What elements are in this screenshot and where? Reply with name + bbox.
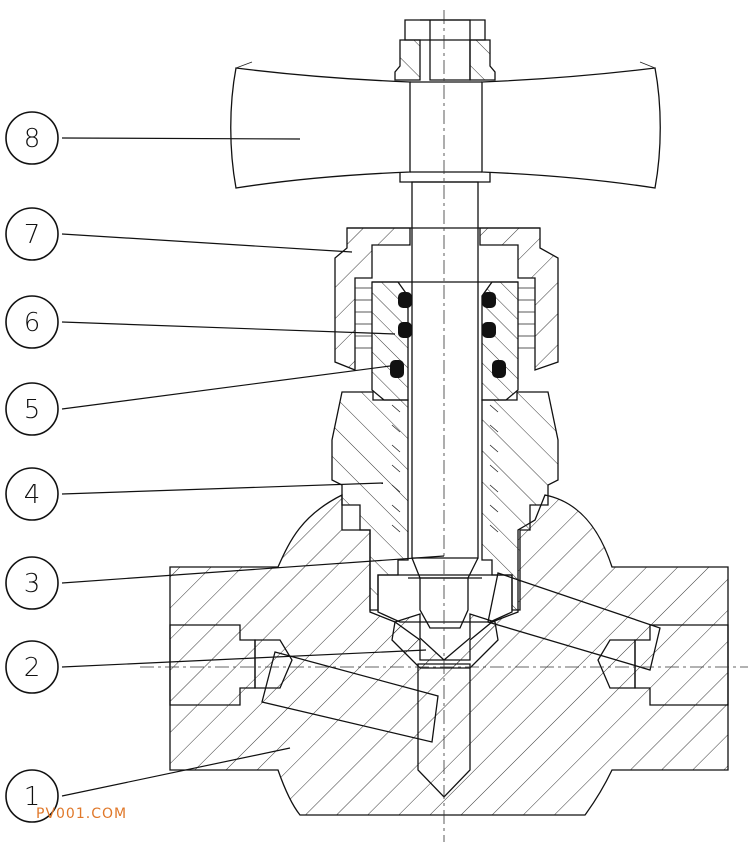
stem bbox=[408, 19, 482, 629]
callout-2: 2 bbox=[5, 640, 59, 694]
center-lines bbox=[140, 10, 748, 842]
packing-nut bbox=[334, 227, 559, 371]
valve-body bbox=[169, 493, 729, 816]
callout-number: 8 bbox=[24, 124, 41, 154]
handle bbox=[230, 61, 661, 189]
o-ring-seals bbox=[390, 292, 506, 378]
callout-7: 7 bbox=[5, 207, 59, 261]
stem-top-nut bbox=[394, 19, 496, 81]
callout-number: 1 bbox=[24, 782, 41, 812]
callout-8: 8 bbox=[5, 111, 59, 165]
callout-4: 4 bbox=[5, 467, 59, 521]
packing-gland bbox=[371, 281, 519, 401]
callout-6: 6 bbox=[5, 295, 59, 349]
callout-number: 6 bbox=[24, 308, 41, 338]
callout-number: 7 bbox=[24, 220, 41, 250]
callout-5: 5 bbox=[5, 382, 59, 436]
watermark: PV001.COM bbox=[36, 806, 128, 822]
callout-1: 1 bbox=[5, 769, 59, 823]
callout-number: 4 bbox=[24, 480, 41, 510]
callout-number: 2 bbox=[24, 653, 41, 683]
callout-number: 5 bbox=[24, 395, 41, 425]
disc bbox=[391, 613, 499, 669]
leader-lines bbox=[61, 137, 445, 797]
callout-3: 3 bbox=[5, 556, 59, 610]
callout-number: 3 bbox=[24, 569, 41, 599]
